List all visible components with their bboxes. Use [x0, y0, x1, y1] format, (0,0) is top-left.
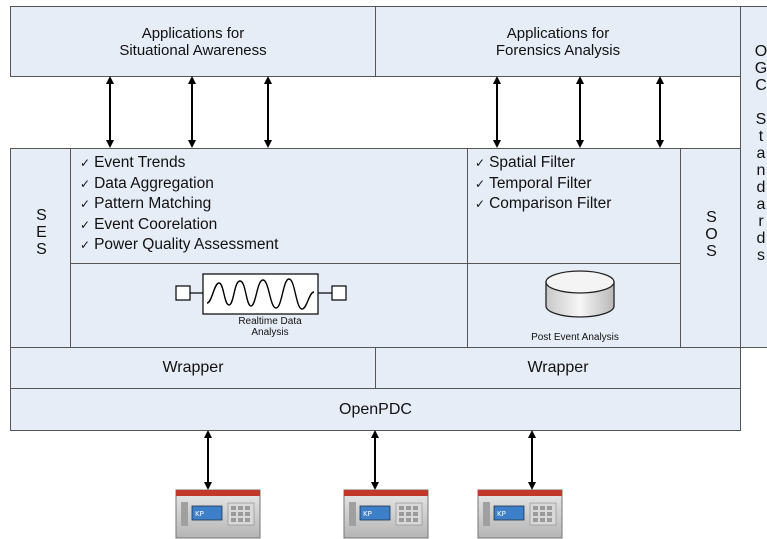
ogc-letter: C: [755, 77, 767, 94]
forensics-feature-list: ✓Spatial Filter✓Temporal Filter✓Comparis…: [475, 153, 680, 215]
check-icon: ✓: [80, 217, 91, 232]
check-icon: ✓: [475, 176, 486, 191]
check-icon: ✓: [80, 238, 91, 252]
situational-awareness-apps-box: Applications for Situational Awareness: [10, 6, 376, 77]
ogc-letter: S: [755, 111, 767, 128]
situational-features-box: ✓Event Trends✓Data Aggregation✓Pattern M…: [70, 148, 468, 264]
ses-letter: S: [36, 207, 47, 224]
ogc-letter: O: [754, 43, 767, 60]
check-icon: ✓: [475, 156, 486, 170]
check-icon: ✓: [475, 197, 486, 211]
situational-feature-label: Power Quality Assessment: [94, 236, 279, 253]
situational-feature: ✓Data Aggregation: [80, 174, 467, 195]
situational-feature-label: Event Trends: [94, 154, 186, 171]
ogc-letter: s: [757, 247, 765, 264]
forensics-feature: ✓Comparison Filter: [475, 194, 680, 215]
situational-feature: ✓Event Trends: [80, 153, 467, 174]
situational-feature: ✓Pattern Matching: [80, 194, 467, 215]
pmu-device-image: KP: [175, 489, 261, 539]
pmu-device-image: KP: [343, 489, 429, 539]
pmu-device-image: KP: [477, 489, 563, 539]
forensics-line2: Forensics Analysis: [495, 41, 621, 59]
post-event-caption: Post Event Analysis: [531, 332, 619, 343]
device-screen-text: KP: [363, 510, 372, 518]
openpdc-label: OpenPDC: [339, 400, 412, 418]
realtime-line2: Analysis: [251, 327, 289, 338]
device-screen-text: KP: [497, 510, 506, 518]
realtime-line1: Realtime Data: [238, 316, 302, 327]
check-icon: ✓: [80, 176, 91, 191]
forensics-feature-label: Comparison Filter: [489, 195, 612, 212]
ses-letter: E: [36, 224, 47, 241]
wrapper-right-box: Wrapper: [375, 347, 741, 389]
ogc-letter: G: [754, 60, 767, 77]
ogc-letter: d: [756, 179, 766, 196]
forensics-features-box: ✓Spatial Filter✓Temporal Filter✓Comparis…: [467, 148, 681, 264]
situational-feature-list: ✓Event Trends✓Data Aggregation✓Pattern M…: [80, 153, 467, 256]
situational-feature-label: Pattern Matching: [94, 195, 212, 212]
forensics-feature-label: Spatial Filter: [489, 154, 576, 171]
database-icon: [545, 270, 615, 318]
check-icon: ✓: [80, 156, 91, 170]
upper-arrows: [106, 76, 664, 148]
situational-feature: ✓Power Quality Assessment: [80, 235, 467, 256]
check-icon: ✓: [80, 197, 91, 211]
situational-feature-label: Data Aggregation: [94, 174, 214, 192]
ogc-letter: r: [758, 213, 764, 230]
sos-letter: S: [706, 243, 717, 260]
ogc-letter: a: [756, 196, 766, 213]
realtime-caption: Realtime Data Analysis: [71, 316, 469, 338]
situational-feature: ✓Event Coorelation: [80, 215, 467, 236]
ses-letter: S: [36, 241, 47, 258]
forensics-line1: Applications for: [506, 24, 610, 42]
situational-feature-label: Event Coorelation: [94, 215, 218, 233]
wrapper-left-box: Wrapper: [10, 347, 376, 389]
ogc-letter: n: [756, 162, 766, 179]
forensics-feature-label: Temporal Filter: [489, 174, 592, 192]
forensics-feature: ✓Temporal Filter: [475, 174, 680, 195]
wrapper-left-label: Wrapper: [162, 359, 224, 376]
ogc-letter: t: [758, 128, 764, 145]
situational-line1: Applications for: [141, 24, 245, 42]
ogc-letter: a: [756, 145, 766, 162]
lower-arrows: [204, 430, 536, 490]
sos-letter: O: [705, 226, 718, 243]
sos-letter: S: [706, 209, 717, 226]
ogc-letter: d: [756, 230, 766, 247]
situational-line2: Situational Awareness: [119, 41, 267, 59]
device-screen-text: KP: [195, 510, 204, 518]
forensics-feature: ✓Spatial Filter: [475, 153, 680, 174]
wrapper-right-label: Wrapper: [527, 359, 589, 376]
waveform-icon: [175, 273, 347, 315]
